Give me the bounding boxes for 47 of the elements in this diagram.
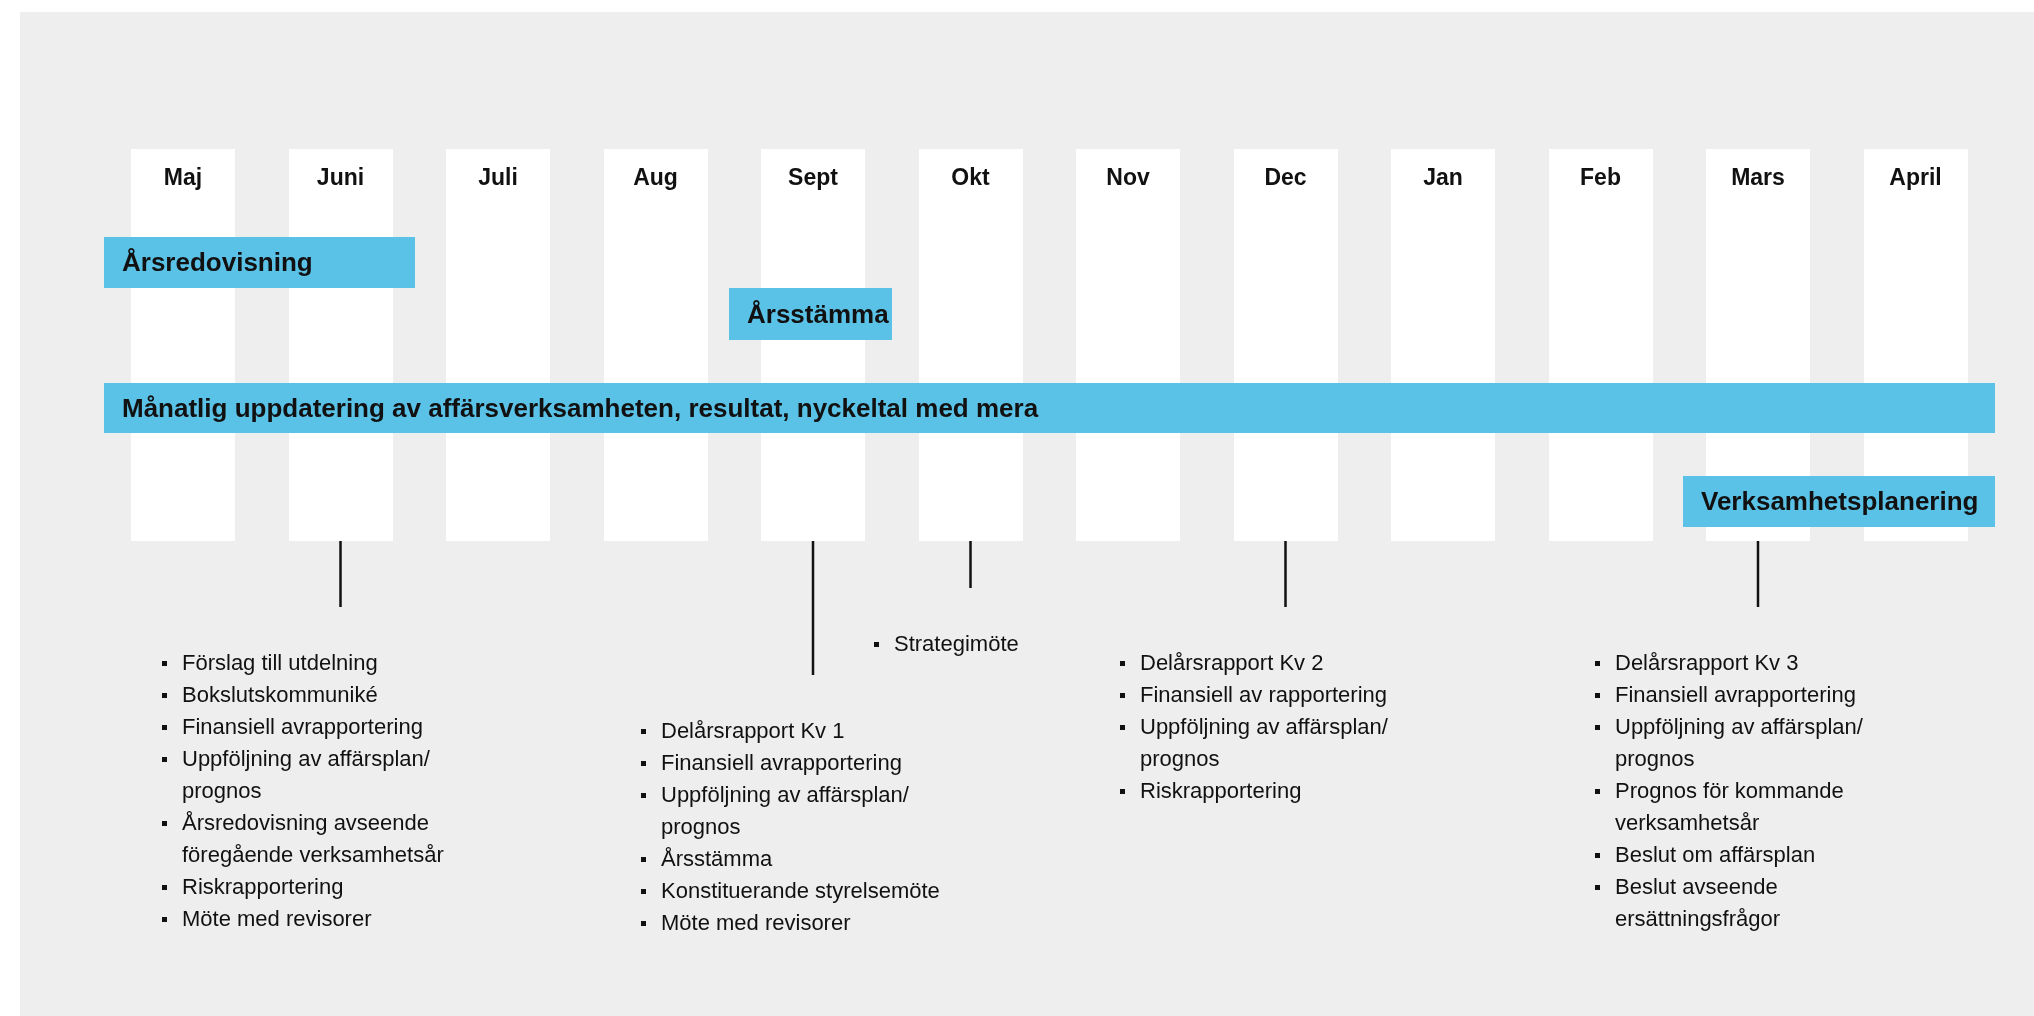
bullet-item: Finansiell avrapportering bbox=[639, 747, 989, 779]
month-label: Jan bbox=[1422, 164, 1464, 191]
bar-label: Verksamhetsplanering bbox=[1701, 486, 1979, 517]
bullet-item: Uppföljning av affärsplan/ prognos bbox=[639, 779, 989, 843]
leader-line bbox=[811, 541, 815, 675]
leader-line bbox=[969, 541, 972, 588]
month-label: Sept bbox=[787, 164, 839, 191]
leader-line bbox=[1284, 541, 1287, 607]
month-label: April bbox=[1888, 164, 1943, 191]
bullet-item: Uppföljning av affärsplan/ prognos bbox=[1118, 711, 1468, 775]
month-label: Aug bbox=[632, 164, 679, 191]
leader-line bbox=[339, 541, 342, 607]
bullet-item: Prognos för kommande verksamhetsår bbox=[1593, 775, 1943, 839]
bullet-item: Bokslutskommuniké bbox=[160, 679, 510, 711]
month-label: Okt bbox=[950, 164, 991, 191]
month-label: Nov bbox=[1105, 164, 1151, 191]
leader-line bbox=[1756, 541, 1760, 607]
bullet-item: Beslut avseende ersättningsfrågor bbox=[1593, 871, 1943, 935]
timeline-bar bbox=[104, 237, 415, 288]
month-label: Dec bbox=[1263, 164, 1308, 191]
bullet-item: Finansiell avrapportering bbox=[160, 711, 510, 743]
month-label: Feb bbox=[1579, 164, 1622, 191]
bullet-item: Möte med revisorer bbox=[639, 907, 989, 939]
month-label: Maj bbox=[162, 164, 204, 191]
bullet-item: Årsstämma bbox=[639, 843, 989, 875]
bar-label: Månatlig uppdatering av affärsverksamheten, resultat, nyckeltal med mera bbox=[122, 392, 1039, 424]
bullet-item: Förslag till utdelning bbox=[160, 647, 510, 679]
bullet-item: Riskrapportering bbox=[160, 871, 510, 903]
timeline-bar bbox=[1683, 476, 1995, 527]
bar-label: Årsredovisning bbox=[122, 247, 313, 278]
bullet-item: Årsredovisning avseende föregående verksamhetsår bbox=[160, 807, 510, 871]
bullet-item: Finansiell av rapportering bbox=[1118, 679, 1468, 711]
bullet-item: Finansiell avrapportering bbox=[1593, 679, 1943, 711]
bullet-item: Delårsrapport Kv 3 bbox=[1593, 647, 1943, 679]
bullet-item: Möte med revisorer bbox=[160, 903, 510, 935]
bullet-item: Riskrapportering bbox=[1118, 775, 1468, 807]
bar-label: Årsstämma bbox=[747, 298, 889, 330]
timeline-bar bbox=[729, 288, 892, 340]
month-label: Juni bbox=[315, 164, 366, 191]
month-label: Juli bbox=[477, 164, 519, 191]
timeline-bar bbox=[104, 383, 1995, 433]
month-label: Mars bbox=[1730, 164, 1786, 191]
bullet-item: Uppföljning av affärsplan/ prognos bbox=[160, 743, 510, 807]
bullet-item: Beslut om affärsplan bbox=[1593, 839, 1943, 871]
bullet-item: Konstituerande styrelsemöte bbox=[639, 875, 989, 907]
bullet-item: Delårsrapport Kv 1 bbox=[639, 715, 989, 747]
bullet-item: Uppföljning av affärsplan/ prognos bbox=[1593, 711, 1943, 775]
